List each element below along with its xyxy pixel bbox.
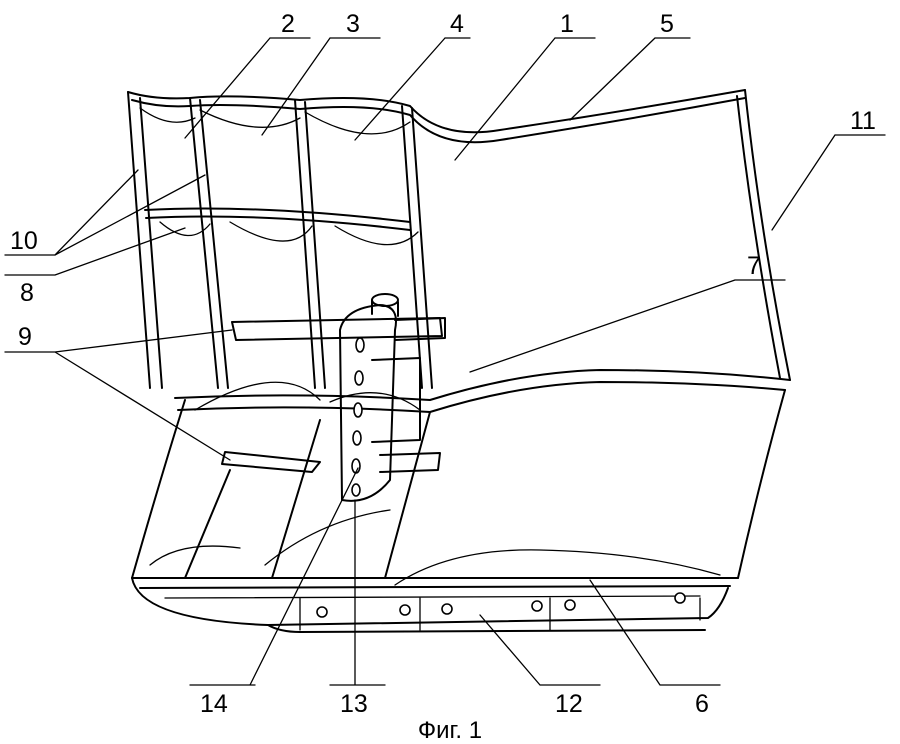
rib-2-a — [189, 97, 219, 389]
beam-hole — [531, 600, 543, 612]
callout-label-12: 12 — [555, 690, 583, 718]
callout-label-10: 10 — [10, 227, 38, 255]
callout-label-3: 3 — [346, 10, 360, 38]
lower-rib-a — [184, 469, 231, 579]
lower-right-edge — [737, 389, 786, 579]
leader-3 — [261, 37, 381, 136]
rib-3-b — [304, 101, 326, 389]
right-edge-inner — [736, 95, 781, 379]
fitting-top-bolt — [371, 293, 399, 307]
callout-label-1: 1 — [560, 10, 574, 38]
beam-hole — [674, 592, 686, 604]
fitting-hole — [351, 483, 361, 497]
leader-14 — [189, 467, 359, 686]
leader-7 — [469, 279, 786, 373]
right-edge — [744, 89, 791, 381]
callout-label-6: 6 — [695, 690, 709, 718]
callout-label-5: 5 — [660, 10, 674, 38]
leader-8 — [4, 227, 186, 276]
fitting-body — [339, 304, 397, 502]
callout-label-11: 11 — [850, 107, 876, 135]
beam-bolt-holes — [316, 592, 686, 618]
callout-label-14: 14 — [200, 690, 228, 718]
upper-flange-curves — [139, 107, 411, 135]
stringer-8-inner — [145, 215, 411, 231]
panel-structure — [127, 89, 791, 633]
callout-label-13: 13 — [340, 690, 368, 718]
leader-5 — [569, 37, 691, 121]
lower-rib-b — [271, 419, 321, 579]
fitting-hole — [353, 402, 363, 418]
callout-label-7: 7 — [747, 252, 761, 280]
callout-label-9: 9 — [18, 323, 32, 351]
bottom-beam-bottom — [267, 624, 706, 633]
callout-label-2: 2 — [281, 10, 295, 38]
fitting-web — [371, 357, 421, 443]
leader-4 — [354, 37, 471, 141]
lower-curve-mid — [264, 509, 391, 566]
leader-12 — [479, 614, 601, 686]
beam-hole — [441, 603, 453, 615]
leader-10 — [4, 169, 206, 256]
callout-labels: 1 2 3 4 5 6 7 8 9 10 11 12 13 14 — [10, 10, 876, 718]
beam-hole — [564, 599, 576, 611]
beam-hole — [316, 606, 328, 618]
rib-4-a — [401, 105, 423, 389]
leader-9 — [4, 329, 233, 461]
leader-lines — [4, 37, 886, 686]
callout-label-8: 8 — [20, 279, 34, 307]
fitting-hole — [352, 430, 362, 446]
left-stiffener-outer — [127, 91, 151, 389]
leader-6 — [589, 579, 721, 686]
leader-11 — [771, 134, 886, 231]
leader-1 — [454, 37, 596, 161]
middle-skin-edge — [174, 369, 791, 401]
leader-13 — [329, 499, 386, 686]
figure-caption: Фиг. 1 — [418, 717, 482, 744]
fitting-lug-upper — [394, 317, 446, 341]
callout-label-4: 4 — [450, 10, 464, 38]
stringer-8 — [144, 207, 411, 223]
bracket-9-upper — [231, 317, 443, 341]
rib-3-a — [294, 99, 316, 389]
bottom-beam-curve — [131, 577, 729, 626]
bracket-9-lower — [221, 451, 321, 473]
lower-curve-right — [394, 549, 721, 586]
top-skin-edge — [127, 89, 746, 134]
bottom-beam-top-inner — [139, 585, 731, 589]
fitting-hole — [355, 337, 365, 353]
rib-2-b — [199, 99, 229, 389]
rib-4-b — [411, 107, 433, 389]
bottom-beam-channel — [164, 595, 701, 631]
fitting-hole — [354, 370, 364, 386]
fitting-lug-lower — [379, 452, 441, 473]
leader-2 — [184, 37, 311, 139]
lower-rib-c — [384, 411, 431, 579]
middle-skin-edge-inner — [177, 381, 786, 413]
fitting-13 — [339, 293, 446, 502]
lower-curve-left — [149, 545, 241, 566]
lower-left-edge — [131, 399, 186, 579]
stringer-8-curves — [159, 221, 419, 246]
beam-hole — [399, 604, 411, 616]
